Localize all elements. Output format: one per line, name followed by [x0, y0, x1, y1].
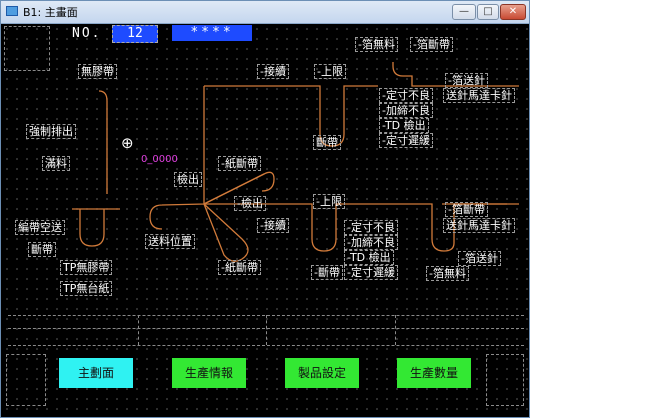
minimize-button[interactable]: —: [452, 4, 476, 20]
label-tp-no-tape: TP無膠帶: [60, 260, 113, 275]
path-detect-loop: [203, 171, 275, 205]
status-col-line-2: [266, 315, 267, 345]
window-title: B1: 主畫面: [23, 6, 78, 19]
label-tp-no-paper: TP無台紙: [60, 281, 113, 296]
label-splice-b: -接續: [257, 218, 289, 233]
path-top-right: [392, 62, 519, 87]
window-icon: [6, 6, 18, 16]
label-feed-motor-top: 送針馬達卡針: [443, 88, 515, 103]
label-limit-top: -上限: [314, 64, 346, 79]
title-bar[interactable]: B1: 主畫面 — □ ✕: [1, 1, 529, 24]
label-size-delay-b: -定寸遲緩: [344, 265, 398, 280]
label-full-material: 滿料: [42, 156, 70, 171]
production-quantity-button[interactable]: 生產數量: [397, 358, 471, 388]
corner-box-bottomleft: [6, 354, 46, 406]
label-break-top: 斷帶: [313, 135, 341, 150]
label-foil-break-b: -箔斷帶: [445, 202, 488, 217]
path-bottom-loop: [204, 203, 422, 252]
label-size-bad-top: -定寸不良: [379, 88, 433, 103]
label-break-b: -斷帶: [311, 265, 343, 280]
minimize-icon: —: [459, 6, 469, 17]
no-value-field[interactable]: 12: [112, 25, 158, 43]
label-td-detect-top: -TD 檢出: [379, 118, 429, 133]
main-window: B1: 主畫面 — □ ✕ NO. 12 ****: [0, 0, 530, 418]
corner-box-topleft: [4, 26, 50, 71]
hmi-canvas: NO. 12 **** -箔無料 -箔斷帶 無膠帶 -接續 -上限 -箔送針 送…: [2, 24, 529, 417]
label-size-delay-top: -定寸遲緩: [379, 133, 433, 148]
forced-discharge-button[interactable]: 強制排出: [26, 124, 76, 139]
path-left-loop: [79, 209, 105, 247]
label-limit-b: -上限: [313, 194, 345, 209]
label-paper-break-b: -紙斷帶: [218, 260, 261, 275]
path-bottom-right: [422, 203, 519, 252]
password-field[interactable]: ****: [172, 25, 252, 41]
counter-value: 0_0000: [141, 154, 178, 165]
maximize-icon: □: [483, 6, 493, 17]
machine-path-diagram: [72, 62, 519, 262]
label-no-tape: 無膠帶: [78, 64, 117, 79]
label-break-left: 斷帶: [28, 242, 56, 257]
path-center-lower: [203, 203, 249, 262]
close-button[interactable]: ✕: [500, 4, 526, 20]
label-detect-b: -檢出: [234, 196, 266, 211]
label-size-bad-b: -定寸不良: [344, 220, 398, 235]
label-td-detect-b: -TD 檢出: [344, 250, 394, 265]
corner-box-bottomright: [486, 354, 524, 406]
label-foil-feed-b: -箔送針: [458, 251, 501, 266]
label-splice-top: -接續: [257, 64, 289, 79]
label-feed-motor-b: 送針馬達卡針: [443, 218, 515, 233]
status-col-line-1: [138, 315, 139, 345]
maximize-button[interactable]: □: [477, 4, 499, 20]
status-row-line-3: [8, 345, 524, 346]
no-label: NO.: [72, 26, 102, 41]
production-info-button[interactable]: 生產情報: [172, 358, 246, 388]
label-tape-feed: 編帶空送: [15, 220, 65, 235]
main-screen-button[interactable]: 主劃面: [59, 358, 133, 388]
label-clamp-bad-b: -加締不良: [344, 235, 398, 250]
path-left-upper: [98, 90, 108, 194]
label-detect-mid: 檢出: [174, 172, 202, 187]
label-clamp-bad-top: -加締不良: [379, 103, 433, 118]
crosshair-icon: ⊕: [121, 134, 134, 152]
label-foil-feed-top: -箔送針: [445, 73, 488, 88]
product-setup-button[interactable]: 製品設定: [285, 358, 359, 388]
label-feed-position: 送料位置: [145, 234, 195, 249]
close-icon: ✕: [508, 6, 518, 17]
path-top-loop: [204, 85, 378, 147]
path-center-upper: [149, 173, 265, 230]
label-foil-break-top: -箔斷帶: [410, 37, 453, 52]
status-col-line-3: [395, 315, 396, 345]
label-paper-break-top: -紙斷帶: [218, 156, 261, 171]
label-foil-empty-b: -箔無料: [426, 266, 469, 281]
label-foil-empty-top: -箔無料: [355, 37, 398, 52]
